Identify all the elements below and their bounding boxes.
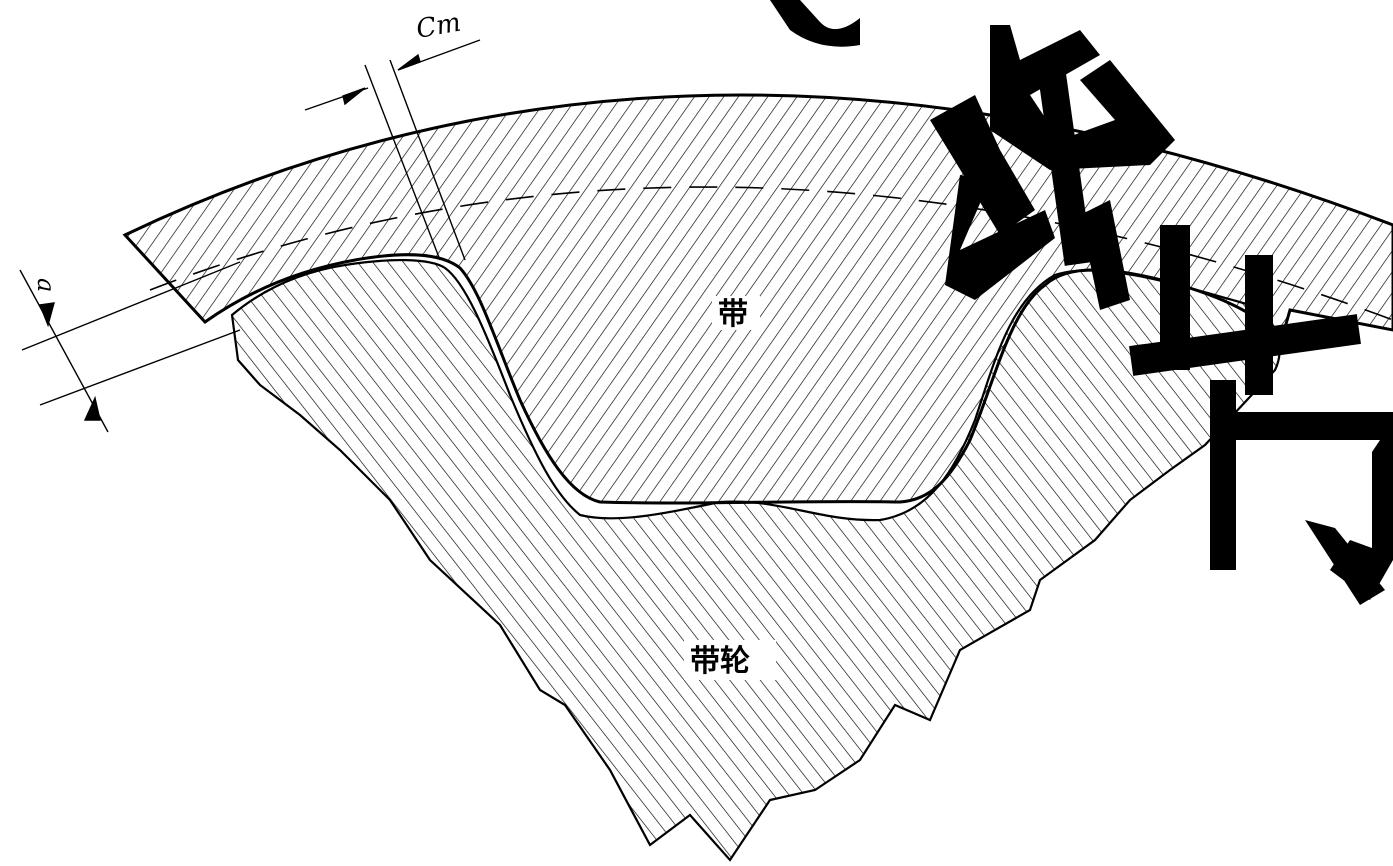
label-a: a (32, 278, 60, 292)
label-cm: Cm (414, 8, 463, 45)
watermark (770, 0, 1393, 605)
label-belt: 带 (718, 297, 748, 332)
cm-dimension (304, 39, 481, 261)
pulley-body (230, 258, 1281, 862)
a-dimension (19, 261, 241, 433)
belt-label-bg (712, 296, 760, 330)
pulley-label-bg (684, 640, 776, 680)
pitch-line (149, 186, 1393, 321)
label-pulley: 带轮 (690, 644, 750, 679)
